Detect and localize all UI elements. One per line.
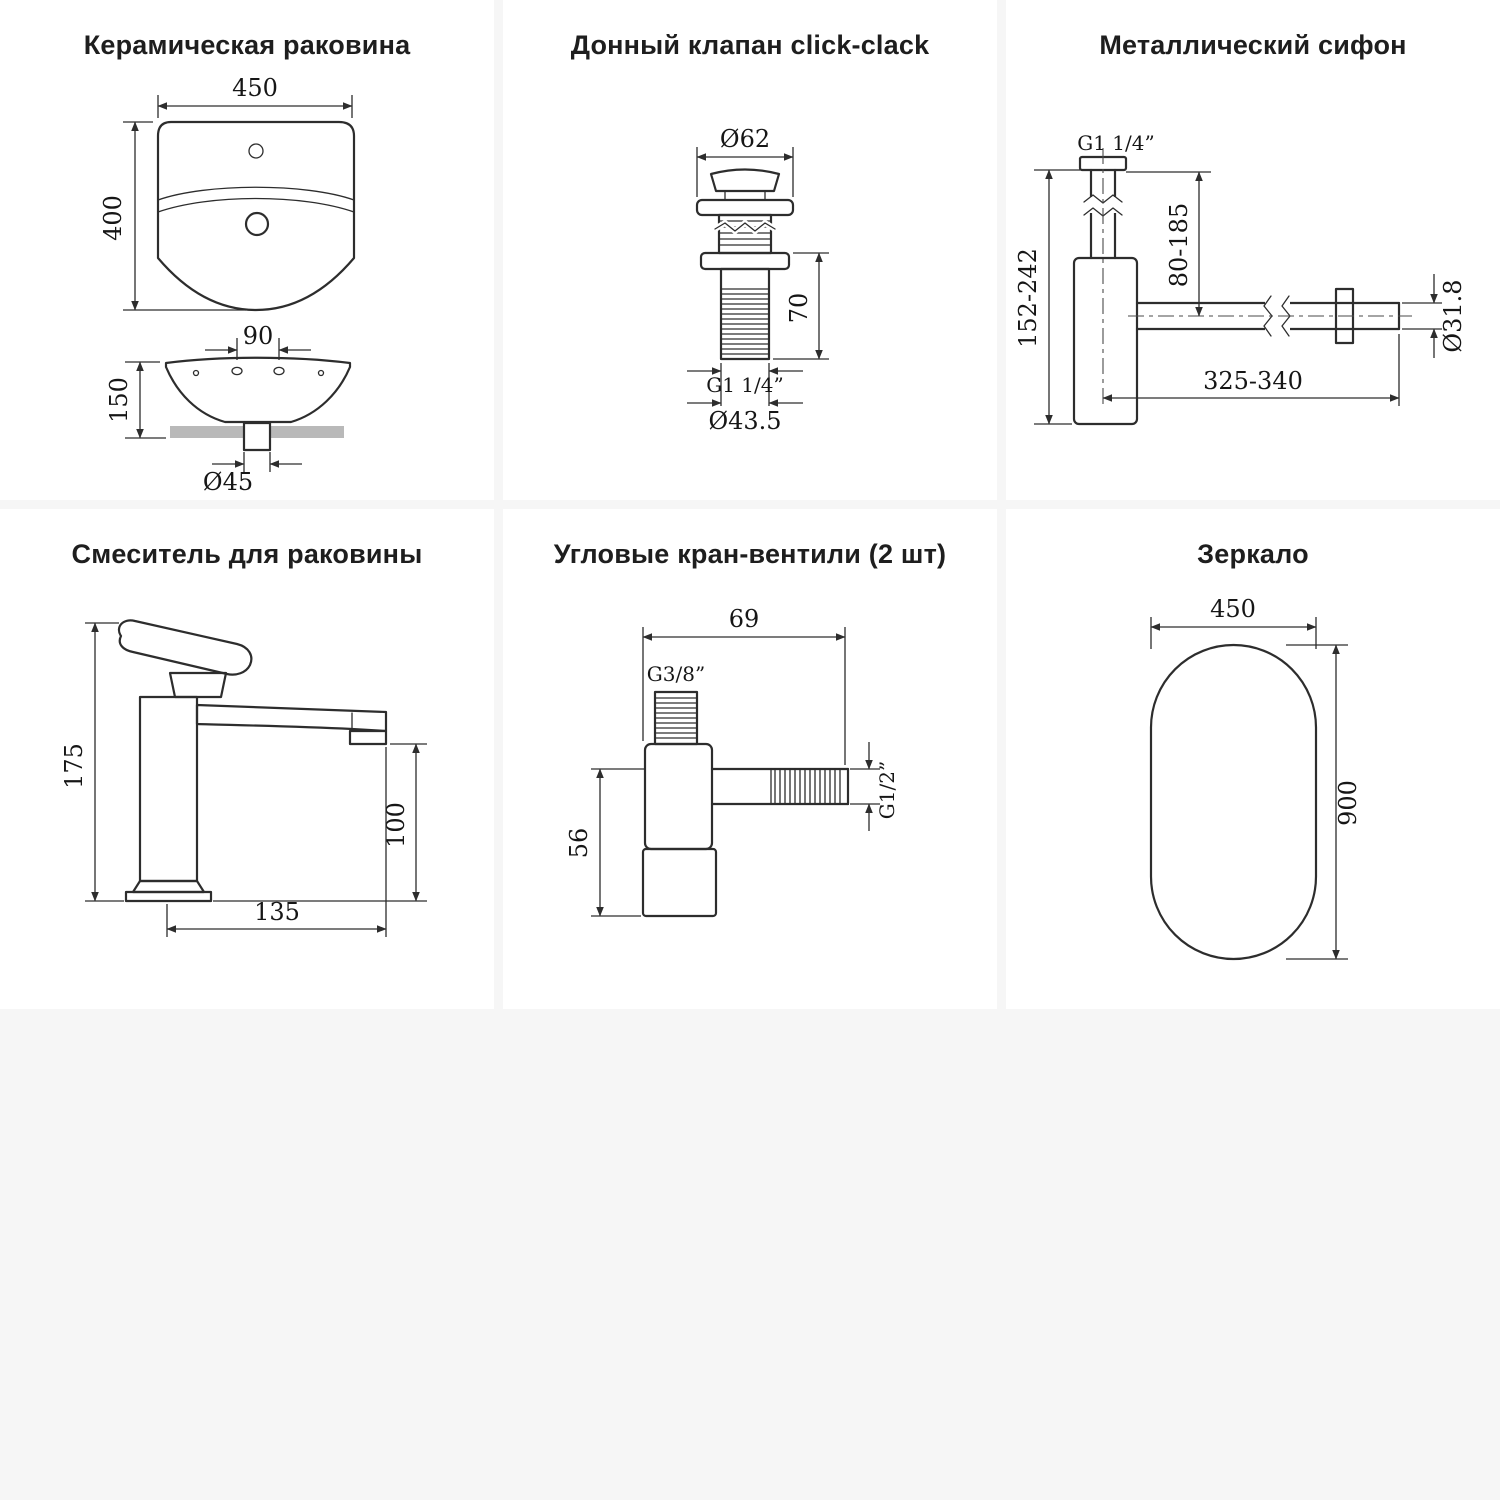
dim-drain-diameter: Ø45 xyxy=(203,452,302,496)
panel-click-clack-valve: Донный клапан click-clack Ø62 xyxy=(503,0,997,500)
dim-label-side-height: 150 xyxy=(105,377,133,423)
dim-label-length-range: 325-340 xyxy=(1203,367,1303,395)
panel-title: Донный клапан click-clack xyxy=(570,30,930,60)
dim-label-height-range: 152-242 xyxy=(1014,248,1042,348)
dim-label-spout-height: 100 xyxy=(382,802,410,848)
dim-label-drain-diameter: Ø45 xyxy=(203,468,253,496)
panel-title: Зеркало xyxy=(1197,539,1309,569)
spec-panels-grid: Керамическая раковина 450 400 xyxy=(0,0,1500,1009)
panel-mirror: Зеркало 450 900 xyxy=(1006,509,1500,1009)
dim-spout-reach: 135 xyxy=(166,747,387,937)
dim-valve-height: 56 xyxy=(565,768,645,917)
dim-length-range: 325-340 xyxy=(1102,334,1400,406)
dim-height-range: 152-242 xyxy=(1014,169,1080,425)
panel-title: Металлический сифон xyxy=(1099,30,1407,60)
valve-body-drawing xyxy=(695,168,795,361)
dim-label-total-height: 175 xyxy=(60,743,88,789)
dim-label-outlet-thread: G1/2” xyxy=(875,761,899,819)
dim-tail-diameter: Ø43.5 xyxy=(687,399,803,435)
dim-label-pipe-diameter: Ø31.8 xyxy=(1439,279,1467,352)
dim-label-spout-reach: 135 xyxy=(254,898,300,926)
sink-side-view xyxy=(164,356,352,452)
dim-label-tail-length: 70 xyxy=(785,293,813,324)
dim-label-hole-spacing: 90 xyxy=(243,322,274,350)
dim-hole-spacing: 90 xyxy=(205,322,311,360)
dim-pipe-diameter: Ø31.8 xyxy=(1402,274,1467,358)
ceramic-sink-drawing: 450 400 90 xyxy=(99,74,356,496)
dim-spout-height: 100 xyxy=(213,743,427,902)
panel-angle-valves: Угловые кран-вентили (2 шт) 69 G3/8” xyxy=(503,509,997,1009)
angle-valve-drawing: 69 G3/8” xyxy=(565,605,899,918)
dim-mirror-width: 450 xyxy=(1150,595,1317,649)
dim-label-mirror-height: 900 xyxy=(1334,780,1362,826)
dim-total-height: 175 xyxy=(60,622,124,902)
mirror-outline xyxy=(1149,643,1318,961)
dim-sink-width: 450 xyxy=(157,74,353,118)
knurled-handle xyxy=(641,847,718,918)
click-clack-valve-drawing: Ø62 xyxy=(687,125,829,435)
panel-ceramic-sink: Керамическая раковина 450 400 xyxy=(0,0,494,500)
panel-title: Угловые кран-вентили (2 шт) xyxy=(553,539,947,569)
dim-label-mirror-width: 450 xyxy=(1210,595,1256,623)
panel-title: Смеситель для раковины xyxy=(71,539,423,569)
dim-label-sink-width: 450 xyxy=(232,74,278,102)
panel-metal-siphon: Металлический сифон G1 1/4” xyxy=(1006,0,1500,500)
dim-tail-length: 70 xyxy=(773,252,829,360)
angle-valve-body xyxy=(641,690,850,918)
dim-mirror-height: 900 xyxy=(1286,644,1362,960)
sink-front-view xyxy=(156,120,356,312)
panel-title: Керамическая раковина xyxy=(83,30,411,60)
dim-label-thread: G1 1/4” xyxy=(706,373,783,397)
basin-mixer-drawing: 175 100 135 xyxy=(60,619,427,937)
panel-basin-mixer: Смеситель для раковины 175 xyxy=(0,509,494,1009)
dim-label-inlet-height-range: 80-185 xyxy=(1165,203,1193,287)
dim-body-width: 69 xyxy=(642,605,846,765)
metal-siphon-drawing: G1 1/4” xyxy=(1014,131,1467,426)
dim-label-cap-diameter: Ø62 xyxy=(720,125,770,153)
dim-label-tail-diameter: Ø43.5 xyxy=(708,407,781,435)
dim-side-height: 150 xyxy=(105,361,166,439)
dim-thread: G1 1/4” xyxy=(687,363,803,406)
dim-label-body-width: 69 xyxy=(729,605,760,633)
dim-sink-height: 400 xyxy=(99,121,246,311)
mirror-drawing: 450 900 xyxy=(1149,595,1362,961)
dim-label-sink-height: 400 xyxy=(99,195,127,241)
dim-cap-diameter: Ø62 xyxy=(696,125,794,197)
dim-label-inlet-thread: G3/8” xyxy=(647,662,705,686)
mixer-drawing-body xyxy=(117,619,388,903)
siphon-drawing-body xyxy=(1072,148,1412,426)
dim-outlet-thread: G1/2” xyxy=(850,742,899,831)
dim-label-valve-height: 56 xyxy=(565,828,593,859)
dim-inlet-height-range: 80-185 xyxy=(1126,171,1211,317)
dim-label-siphon-thread: G1 1/4” xyxy=(1077,131,1154,155)
